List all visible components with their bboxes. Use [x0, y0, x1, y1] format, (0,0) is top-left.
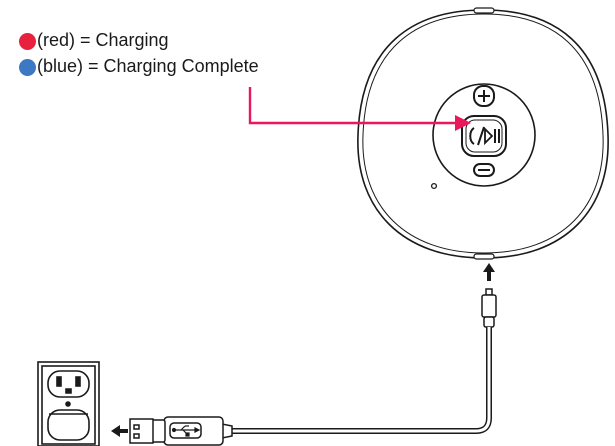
led-indicator: [430, 182, 438, 190]
speaker-bottom-port: [473, 253, 495, 260]
legend-dot-blue: [19, 59, 36, 76]
micro-usb-connector: [481, 288, 497, 328]
usb-a-plug: [129, 416, 233, 446]
arrow-up-icon: [483, 263, 495, 281]
wall-outlet-icon: [37, 361, 100, 446]
usb-cable: [232, 327, 492, 434]
speaker-top-notch: [473, 7, 495, 14]
speaker-body-inner: [362, 13, 604, 254]
legend-dot-red: [19, 33, 36, 50]
minus-icon: [473, 163, 495, 177]
legend-label-red: (red) = Charging: [37, 30, 169, 50]
call-play-pause-icon: [461, 115, 507, 157]
legend-label-blue: (blue) = Charging Complete: [37, 56, 259, 76]
arrow-left-icon: [111, 425, 128, 437]
led-callout-arrow: [248, 87, 471, 131]
plus-icon: [473, 85, 495, 107]
usb-icon: [171, 425, 201, 437]
